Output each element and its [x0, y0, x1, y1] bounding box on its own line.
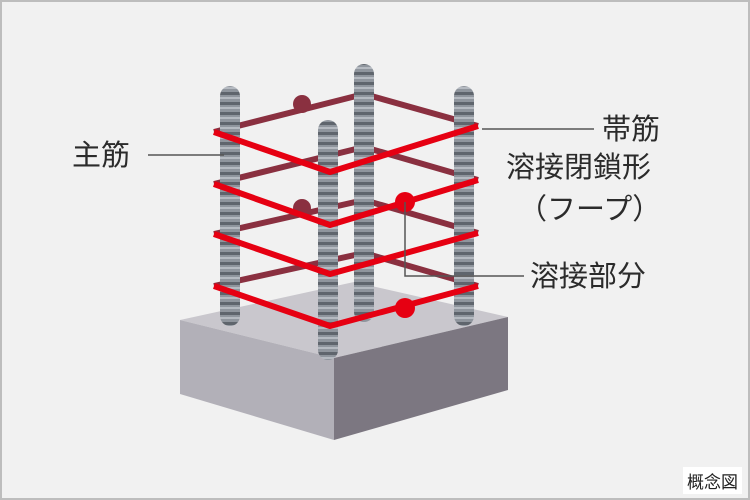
rebar-back — [354, 64, 374, 322]
label-hoop-line2: 溶接閉鎖形 — [506, 150, 652, 184]
caption-conceptual-diagram: 概念図 — [683, 467, 742, 494]
hoop-front-1 — [213, 123, 479, 175]
weld-dot-front-2 — [395, 298, 415, 318]
leader-lines — [148, 128, 594, 277]
hoop-front-segments — [213, 123, 479, 329]
hoop-back-1 — [213, 91, 479, 135]
rebar-right — [454, 86, 474, 326]
label-main-rebar: 主筋 — [72, 138, 131, 172]
rebar-left — [220, 86, 240, 326]
weld-dot-back-1 — [293, 95, 311, 113]
leader-weld — [404, 202, 524, 277]
main-rebars — [220, 64, 474, 360]
label-hoop-line1: 帯筋 — [602, 112, 661, 146]
hoop-front-4 — [213, 283, 479, 329]
hoop-front-3 — [213, 230, 479, 277]
base-left-face — [180, 320, 334, 440]
label-weld: 溶接部分 — [530, 259, 647, 293]
hoop-front-2 — [213, 177, 479, 228]
base-right-face — [334, 317, 508, 440]
rebar-front — [318, 120, 338, 360]
label-hoop-line3: （フープ） — [518, 192, 662, 226]
